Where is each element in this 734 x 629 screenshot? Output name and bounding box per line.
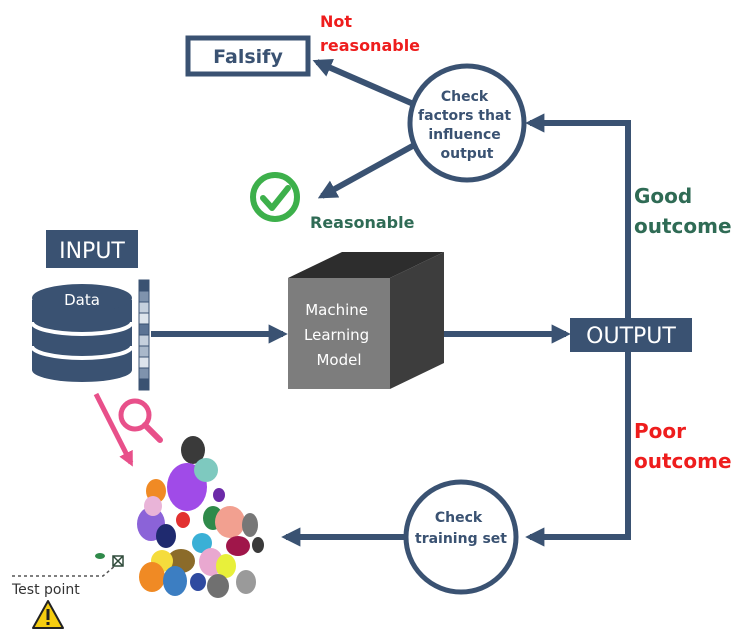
model-line: Learning (304, 326, 369, 344)
arrow-check-to-falsify (312, 58, 420, 109)
svg-text:Not reasonable: Not reasonable (320, 12, 420, 55)
svg-text:Good outcome: Good outcome (634, 184, 732, 238)
good-outcome-line: Good (634, 184, 692, 208)
check-factors-node: Check factors that influence output (407, 63, 527, 183)
cluster-plot (95, 436, 264, 598)
svg-text:Check factors that: Check factors that influence output (418, 89, 516, 162)
poor-outcome-line: outcome (634, 449, 732, 473)
not-reasonable-line2: reasonable (320, 36, 420, 55)
svg-text:Check training set: Check training set (415, 510, 507, 547)
database-icon: Data (30, 284, 134, 382)
model-line: Machine (305, 301, 368, 319)
check-factors-line: output (441, 146, 494, 162)
test-point-label: Test point (11, 582, 80, 598)
good-outcome-line: outcome (634, 214, 732, 238)
input-label: INPUT (59, 239, 125, 264)
check-factors-line: Check (441, 89, 489, 105)
test-point-marker (12, 555, 124, 577)
feedback-loop (151, 58, 631, 547)
output-label: OUTPUT (586, 324, 676, 349)
svg-text:Poor outcome: Poor outcome (634, 419, 732, 473)
data-label: Data (64, 291, 100, 309)
check-training-node: Check training set (403, 479, 519, 595)
svg-text:Machine Learning M: Machine Learning Model (304, 301, 374, 369)
falsify-box: Falsify (185, 35, 311, 77)
arrow-data-to-cluster (93, 392, 134, 467)
arrow-output-to-check-factors (525, 113, 631, 318)
check-training-line: training set (415, 531, 507, 547)
input-box: INPUT (46, 230, 138, 268)
check-factors-line: influence (428, 127, 500, 143)
check-training-line: Check (435, 510, 483, 526)
checkmark-icon (250, 172, 300, 222)
warning-icon (32, 600, 64, 629)
reasonable-label: Reasonable (310, 213, 415, 232)
output-box: OUTPUT (570, 318, 692, 352)
arrow-output-to-check-training (525, 352, 631, 547)
data-vector (138, 279, 150, 391)
poor-outcome-line: Poor (634, 419, 686, 443)
magnifier-icon (118, 398, 163, 443)
model-cube: Machine Learning Model (288, 252, 444, 389)
not-reasonable-line1: Not (320, 12, 352, 31)
arrow-check-to-reasonable (317, 140, 420, 199)
falsify-label: Falsify (213, 46, 283, 68)
model-line: Model (316, 351, 361, 369)
check-factors-line: factors that (418, 108, 511, 124)
